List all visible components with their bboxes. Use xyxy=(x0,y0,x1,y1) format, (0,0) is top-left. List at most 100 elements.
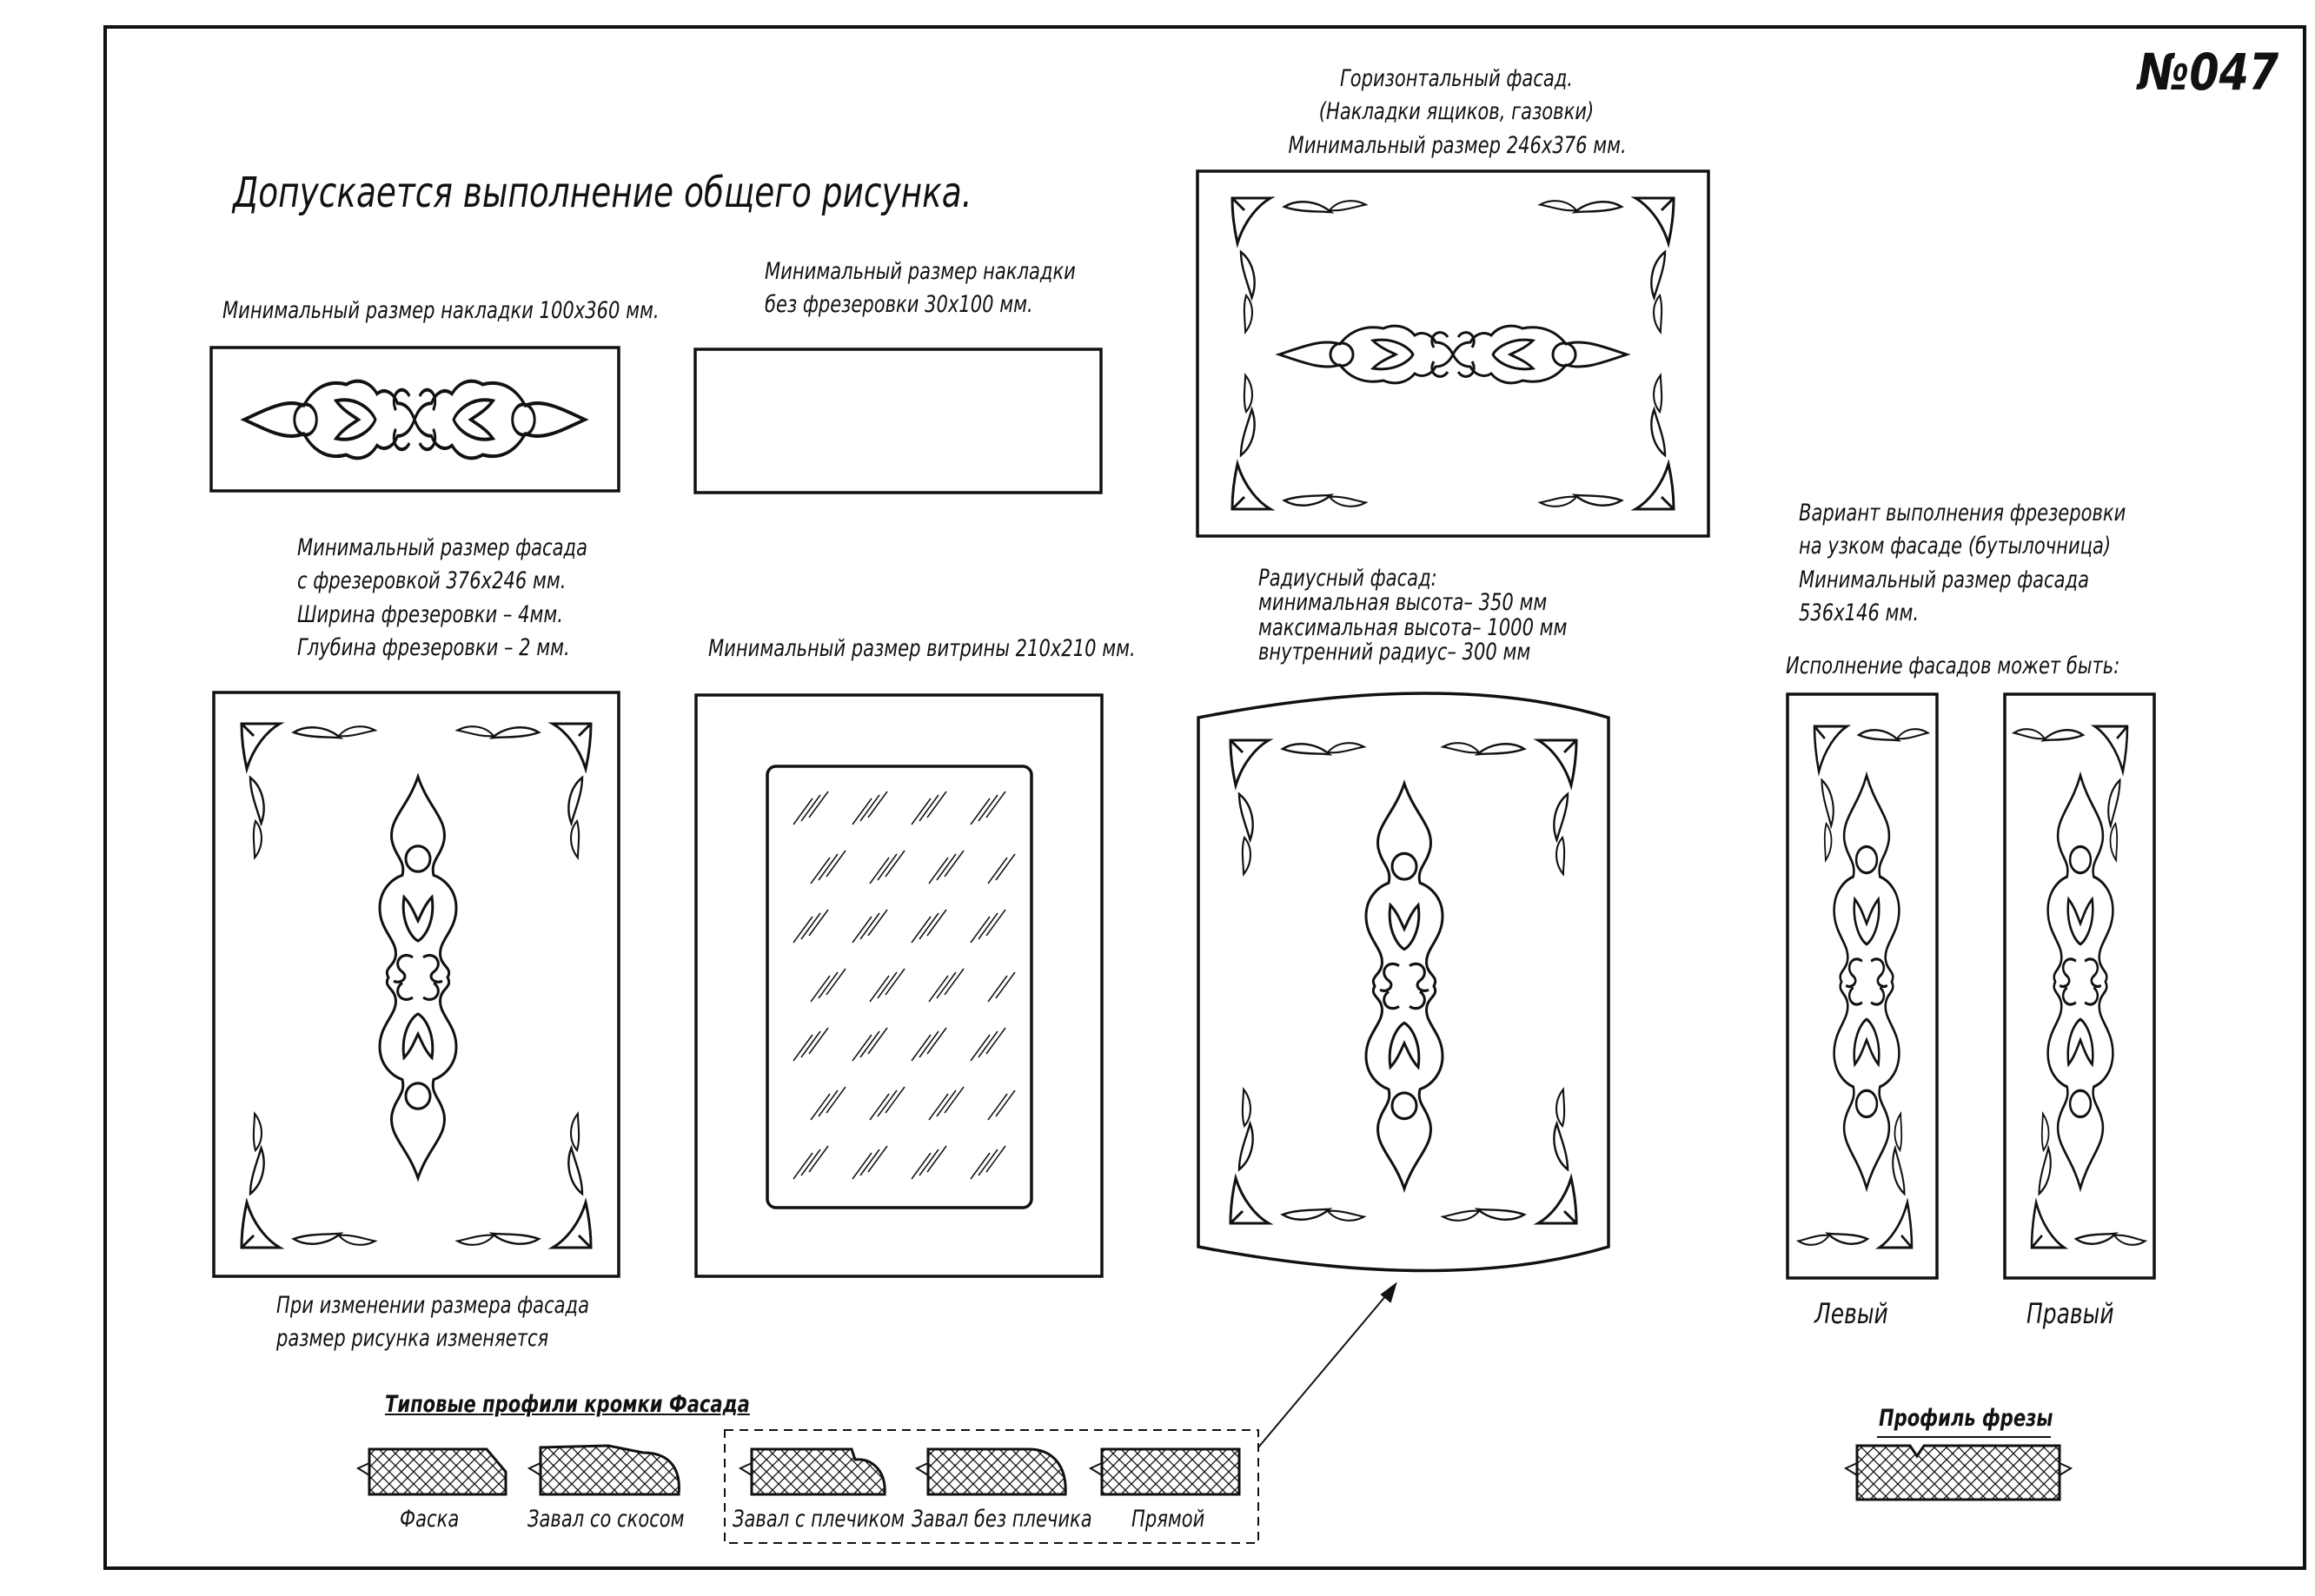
glass-hatch-stroke xyxy=(808,1145,829,1173)
glass-hatch-stroke xyxy=(926,1027,947,1055)
resize-note: При изменении размера фасада размер рису… xyxy=(276,1289,589,1356)
showcase-facade xyxy=(694,693,1104,1278)
glass-hatch-stroke xyxy=(869,857,890,884)
glass-hatch-stroke xyxy=(826,1086,846,1114)
glass-hatch-stroke xyxy=(800,1030,821,1058)
narrow-facade-left xyxy=(1786,692,1939,1280)
resize-note-line-2: размер рисунка изменяется xyxy=(276,1325,549,1353)
header-note: Допускается выполнение общего рисунка. xyxy=(233,169,972,217)
profile-bevel-roll xyxy=(539,1444,680,1496)
glass-hatch-stroke xyxy=(810,857,831,884)
narrow-note-line-2: на узком фасаде (бутылочница) xyxy=(1799,533,2112,560)
glass-hatch-stroke xyxy=(911,1034,932,1062)
glass-hatch-stroke xyxy=(919,1149,939,1176)
milled-facade xyxy=(212,691,620,1278)
glass-hatch-stroke xyxy=(970,1034,991,1062)
profile-label-bevel-roll: Завал со скосом xyxy=(527,1506,685,1533)
cutter-profile xyxy=(1843,1436,2073,1501)
glass-hatch-stroke xyxy=(978,1149,998,1176)
overlay-note: Минимальный размер накладки 100х360 мм. xyxy=(222,297,660,324)
glass-hatch-stroke xyxy=(970,916,991,944)
milled-note-line-1: Минимальный размер фасада xyxy=(297,534,587,561)
glass-hatch-stroke xyxy=(936,853,957,881)
glass-hatch-stroke xyxy=(926,791,947,818)
profile-roll xyxy=(926,1447,1067,1496)
glass-hatch-stroke xyxy=(936,971,957,999)
glass-hatch-stroke xyxy=(818,853,839,881)
glass-hatch-stroke xyxy=(944,968,965,996)
horizontal-note-line-2: (Накладки ящиков, газовки) xyxy=(1318,98,1595,126)
radius-facade xyxy=(1197,692,1610,1273)
glass-hatch-stroke xyxy=(885,1086,905,1114)
profile-chamfer xyxy=(368,1447,507,1496)
narrow-note-line-3: Минимальный размер фасада xyxy=(1799,566,2089,593)
glass-hatch-stroke xyxy=(869,975,890,1003)
glass-hatch-stroke xyxy=(826,850,846,877)
glass-hatch-stroke xyxy=(800,912,821,940)
glass-hatch-stroke xyxy=(867,1145,888,1173)
glass-hatch-stroke xyxy=(936,1089,957,1117)
glass-hatch-stroke xyxy=(985,1027,1006,1055)
horizontal-facade xyxy=(1196,169,1710,538)
glass-hatch-stroke xyxy=(911,916,932,944)
glass-hatch-stroke xyxy=(867,909,888,937)
cutter-profile-title: Профиль фрезы xyxy=(1879,1405,2053,1432)
glass-hatch-stroke xyxy=(919,912,939,940)
glass-hatch-stroke xyxy=(885,850,905,877)
glass-hatch-stroke xyxy=(987,1093,1008,1121)
glass-hatch-stroke xyxy=(818,971,839,999)
facade-options-note: Исполнение фасадов может быть: xyxy=(1786,652,2120,679)
glass-hatch-stroke xyxy=(826,968,846,996)
sheet-frame xyxy=(103,25,2306,1570)
glass-hatch-stroke xyxy=(978,912,998,940)
glass-hatch-stroke xyxy=(793,916,813,944)
glass-hatch-stroke xyxy=(793,798,813,825)
glass-hatch-stroke xyxy=(928,857,949,884)
glass-hatch-stroke xyxy=(985,909,1006,937)
glass-hatch-stroke xyxy=(928,1093,949,1121)
radius-note-line-1: Радиусный фасад: xyxy=(1258,565,1437,592)
glass-hatch-stroke xyxy=(985,791,1006,818)
resize-note-line-1: При изменении размера фасада xyxy=(276,1292,590,1319)
glass-hatch-stroke xyxy=(970,1152,991,1180)
glass-hatch-stroke xyxy=(911,1152,932,1180)
milled-facade-note: Минимальный размер фасада с фрезеровкой … xyxy=(297,532,587,665)
overlay-plain-line-2: без фрезеровки 30х100 мм. xyxy=(765,291,1033,319)
profiles-title: Типовые профили кромки Фасада xyxy=(385,1391,750,1418)
profile-group-frame xyxy=(724,1429,1259,1544)
profile-label-shoulder-roll: Завал с плечиком xyxy=(733,1506,905,1533)
glass-hatch-stroke xyxy=(928,975,949,1003)
glass-hatch-stroke xyxy=(808,791,829,818)
glass-hatch-stroke xyxy=(867,1027,888,1055)
plain-overlay-panel xyxy=(693,348,1103,494)
glass-hatch-stroke xyxy=(995,971,1016,999)
profile-straight xyxy=(1100,1447,1241,1496)
glass-hatch-stroke xyxy=(911,798,932,825)
glass-hatch-stroke xyxy=(867,791,888,818)
sheet-number: №047 xyxy=(2138,43,2279,102)
glass-hatch-stroke xyxy=(877,1089,898,1117)
narrow-facade-right xyxy=(2003,692,2156,1280)
milled-note-line-2: с фрезеровкой 376х246 мм. xyxy=(297,567,567,595)
overlay-plain-note: Минимальный размер накладки без фрезеров… xyxy=(765,255,1076,322)
radius-facade-note: Радиусный фасад: минимальная высота– 350… xyxy=(1258,566,1567,665)
glass-hatch-stroke xyxy=(859,1030,880,1058)
milled-note-line-3: Ширина фрезеровки – 4мм. xyxy=(297,600,563,628)
glass-hatch-stroke xyxy=(970,798,991,825)
glass-hatch-stroke xyxy=(808,1027,829,1055)
glass-hatch-stroke xyxy=(987,857,1008,884)
variant-right-label: Правый xyxy=(2026,1297,2114,1330)
pointer-arrow xyxy=(1257,1283,1396,1448)
radius-note-line-3: максимальная высота– 1000 мм xyxy=(1258,613,1568,641)
narrow-note-line-1: Вариант выполнения фрезеровки xyxy=(1799,500,2126,526)
horizontal-note-line-3: Минимальный размер 246х376 мм. xyxy=(1288,131,1627,159)
edge-profiles xyxy=(355,1281,1397,1544)
profile-label-chamfer: Фаска xyxy=(400,1506,460,1533)
overlay-panel xyxy=(209,346,620,493)
glass-hatch-stroke xyxy=(800,1149,821,1176)
glass-hatch-stroke xyxy=(808,909,829,937)
profile-label-roll: Завал без плечика xyxy=(912,1506,1092,1533)
profile-shoulder-roll xyxy=(750,1447,886,1496)
glass-hatch-stroke xyxy=(944,850,965,877)
